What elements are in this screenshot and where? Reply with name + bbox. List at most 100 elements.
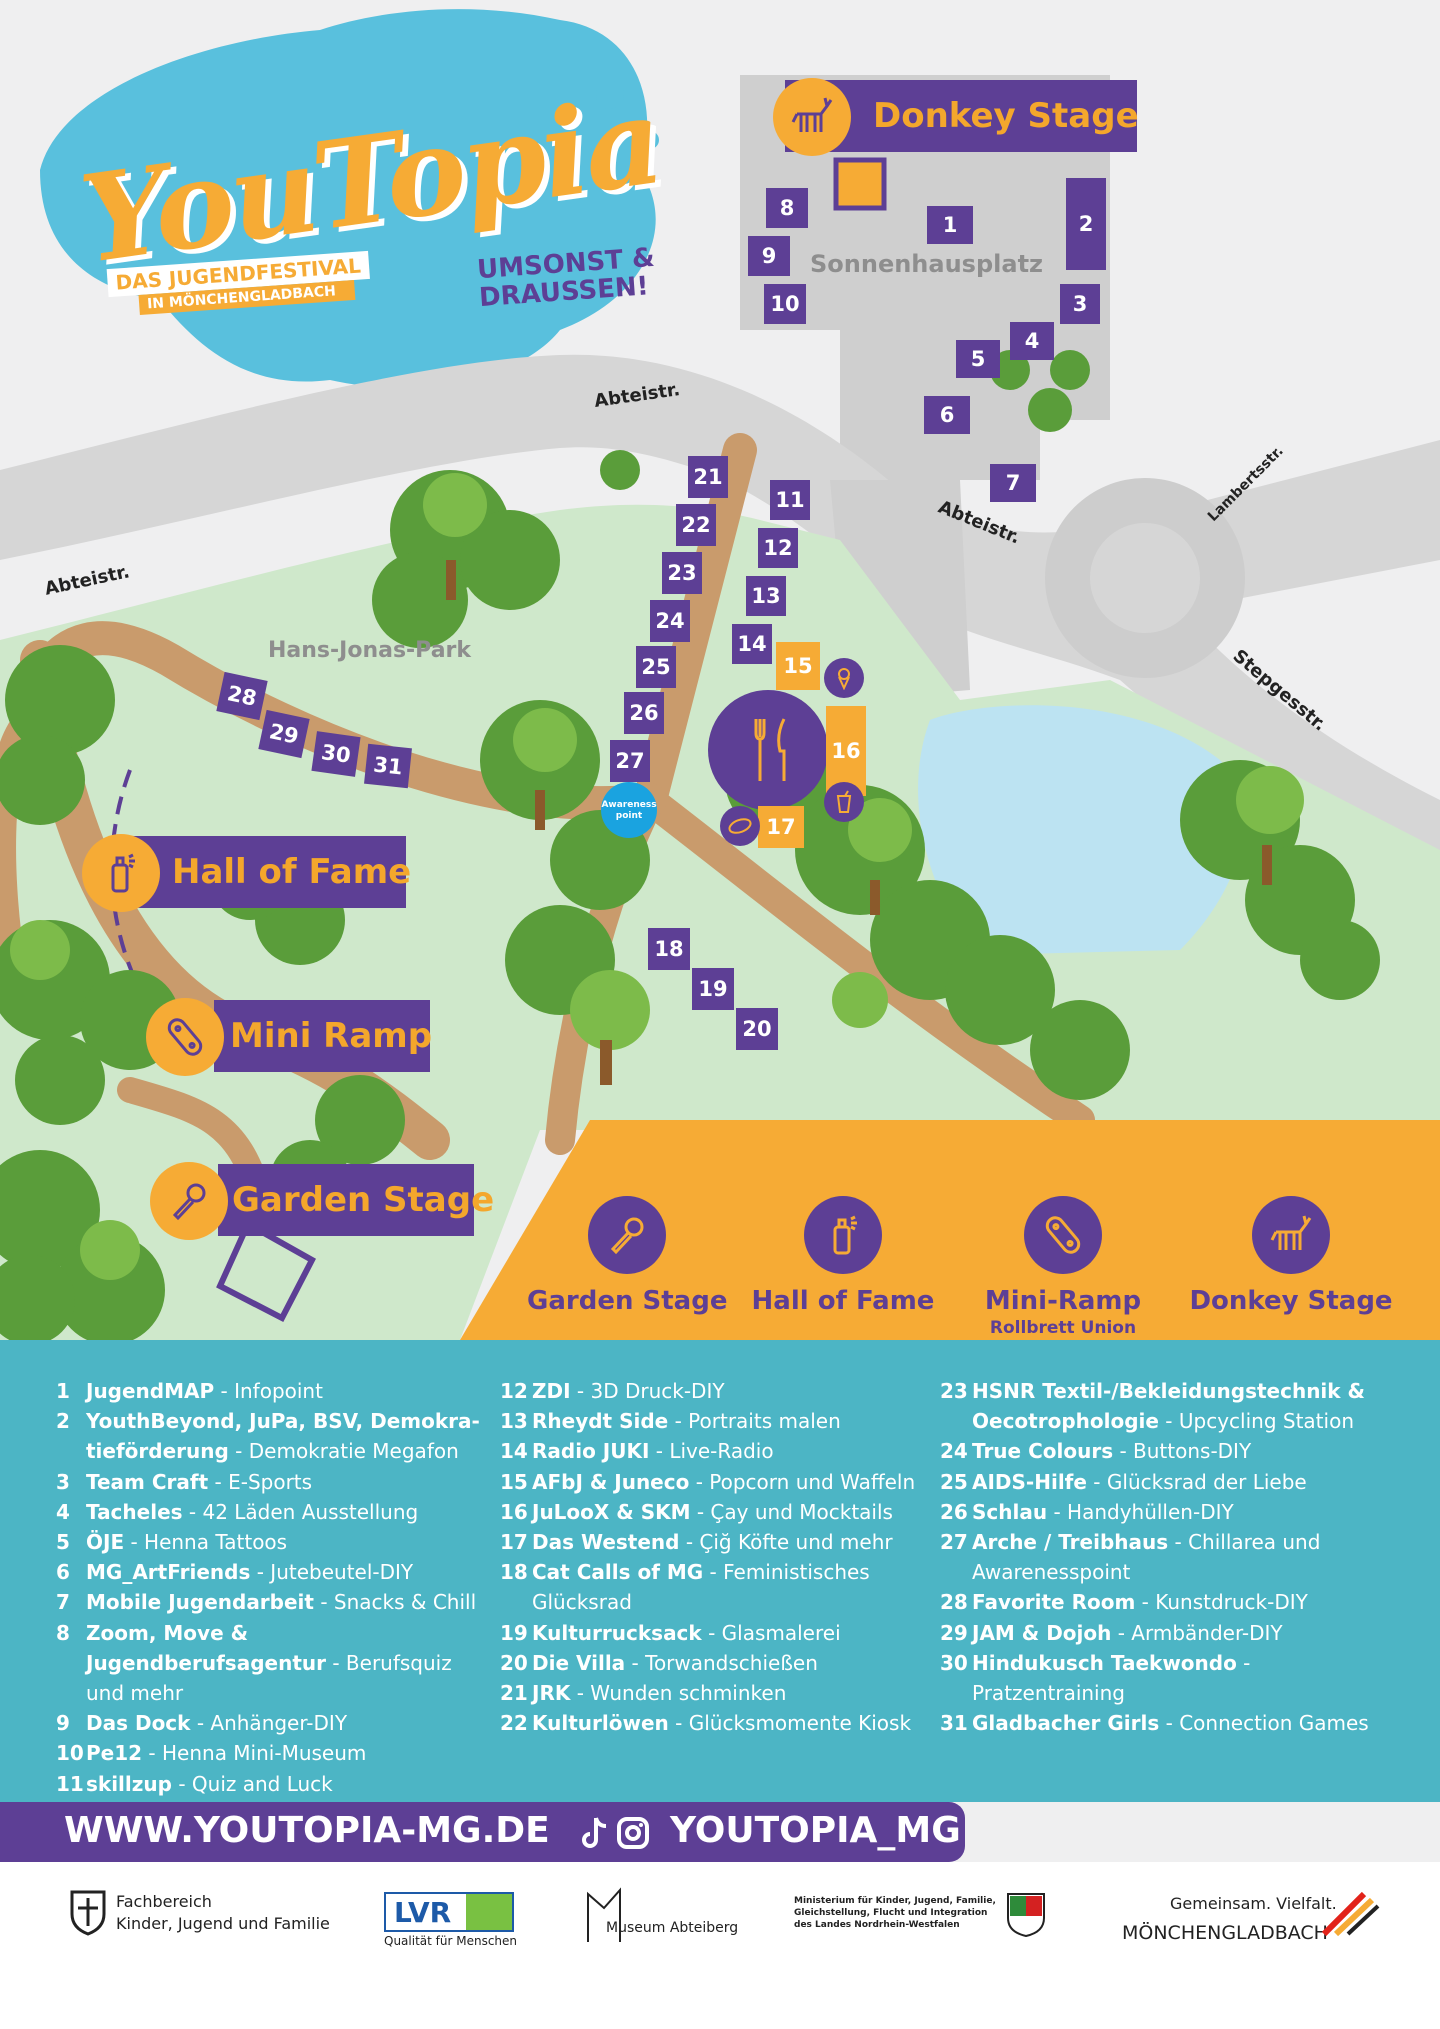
stand-16: 16 xyxy=(826,706,866,796)
legend-hall-of-fame: Hall of Fame xyxy=(751,1286,935,1316)
stand-5: 5 xyxy=(956,340,1000,378)
stand-14: 14 xyxy=(732,624,772,664)
spray-can-icon xyxy=(111,853,135,893)
stand-15: 15 xyxy=(776,642,820,690)
entry-name: Favorite Room xyxy=(972,1590,1136,1615)
entry-number: 21 xyxy=(500,1681,528,1706)
food-court xyxy=(708,690,828,810)
stand-11: 11 xyxy=(770,480,810,520)
stand-1: 1 xyxy=(927,206,973,244)
legend-hall-of-fame-icon-badge xyxy=(804,1196,882,1274)
awareness-point xyxy=(601,782,657,838)
entry-description: - Kunstdruck-DIY xyxy=(1135,1590,1308,1615)
stand-31: 31 xyxy=(364,743,412,789)
entry-description: - Live-Radio xyxy=(649,1439,774,1464)
entry-name: AIDS-Hilfe xyxy=(972,1469,1087,1494)
entry-name: JRK xyxy=(532,1681,571,1706)
website-link[interactable]: WWW.YOUTOPIA-MG.DE xyxy=(64,1810,550,1851)
entry-name: Kulturlöwen xyxy=(532,1711,669,1736)
stand-4: 4 xyxy=(1010,322,1054,360)
entry-description: - Pratzentraining xyxy=(972,1650,1251,1706)
entry-description: - Chillarea und Awarenesspoint xyxy=(972,1530,1321,1585)
stand-9: 9 xyxy=(748,236,790,276)
entry-name: Rheydt Side xyxy=(532,1409,669,1434)
entry-number: 30 xyxy=(940,1650,968,1675)
entry-text: Hindukusch Taekwondo - Pratzentraining xyxy=(972,1648,1400,1708)
tiktok-icon[interactable] xyxy=(580,1816,610,1850)
entry-name: skillzup xyxy=(86,1771,172,1796)
entry-text: Arche / Treibhaus - Chillarea und Awaren… xyxy=(972,1527,1400,1587)
entry-description: - Torwandschießen xyxy=(625,1650,818,1675)
legend-garden-stage-icon-badge xyxy=(588,1196,666,1274)
road-abteistr xyxy=(0,354,1440,860)
social-handle[interactable]: YOUTOPIA_MG xyxy=(670,1810,961,1851)
cutlery-badge xyxy=(748,712,798,788)
entry-name: Mobile Jugendarbeit xyxy=(86,1590,314,1615)
entry-number: 14 xyxy=(500,1439,528,1464)
entry-text: ÖJE - Henna Tattoos xyxy=(86,1527,486,1557)
stand-25: 25 xyxy=(636,646,676,688)
entry-text: Favorite Room - Kunstdruck-DIY xyxy=(972,1587,1400,1617)
ice-cream-icon xyxy=(838,668,850,690)
flatbread-icon xyxy=(728,818,752,834)
entry-text: Mobile Jugendarbeit - Snacks & Chill xyxy=(86,1587,486,1617)
entry-name: MG_ArtFriends xyxy=(86,1560,251,1585)
entry-name: Schlau xyxy=(972,1499,1048,1524)
entry-description: - Quiz and Luck xyxy=(171,1771,333,1796)
entry-description: - Glücksrad der Liebe xyxy=(1086,1469,1307,1494)
entry-number: 11 xyxy=(56,1771,84,1796)
entry-description: - Demokratie Megafon xyxy=(228,1439,459,1464)
entry-description: - Henna Tattoos xyxy=(124,1530,288,1555)
entry-description: - 42 Läden Ausstellung xyxy=(182,1499,419,1524)
entry-description: - Buttons-DIY xyxy=(1113,1439,1252,1464)
city-name: MÖNCHENGLADBACH xyxy=(1122,1922,1328,1944)
entry-number: 5 xyxy=(56,1530,70,1555)
entry-number: 24 xyxy=(940,1439,968,1464)
stand-24: 24 xyxy=(650,600,690,642)
stand-27: 27 xyxy=(610,740,650,782)
entry-number: 6 xyxy=(56,1560,70,1585)
flatbread-badge xyxy=(720,806,760,846)
stand-6: 6 xyxy=(924,396,970,434)
fachbereich-line1: Fachbereich xyxy=(116,1892,212,1911)
entry-text: True Colours - Buttons-DIY xyxy=(972,1436,1400,1466)
stand-10: 10 xyxy=(764,284,806,324)
entry-number: 18 xyxy=(500,1560,528,1585)
cutlery-icon xyxy=(754,718,786,781)
entry-number: 15 xyxy=(500,1469,528,1494)
entry-description: - Infopoint xyxy=(214,1379,323,1403)
city-crest-icon xyxy=(70,1890,106,1936)
instagram-icon[interactable] xyxy=(616,1816,650,1850)
lvr-subtitle: Qualität für Menschen xyxy=(384,1934,518,1948)
entry-text: Team Craft - E-Sports xyxy=(86,1467,486,1497)
stand-17: 17 xyxy=(758,806,804,848)
entry-description: - Wunden schminken xyxy=(570,1681,787,1706)
city-slogan: Gemeinsam. Vielfalt. xyxy=(1170,1894,1337,1913)
entry-name: JuLooX & SKM xyxy=(532,1499,691,1524)
entry-number: 19 xyxy=(500,1620,528,1645)
stand-26: 26 xyxy=(624,692,664,734)
entry-number: 9 xyxy=(56,1711,70,1736)
donkey-stage-icon-badge xyxy=(773,78,851,156)
city-flag-mark xyxy=(1321,1891,1380,1937)
entry-name: Die Villa xyxy=(532,1650,626,1675)
entry-number: 25 xyxy=(940,1469,968,1494)
awareness-line1: Awareness xyxy=(601,800,657,810)
stand-13: 13 xyxy=(746,576,786,616)
festival-map xyxy=(0,9,1440,1340)
